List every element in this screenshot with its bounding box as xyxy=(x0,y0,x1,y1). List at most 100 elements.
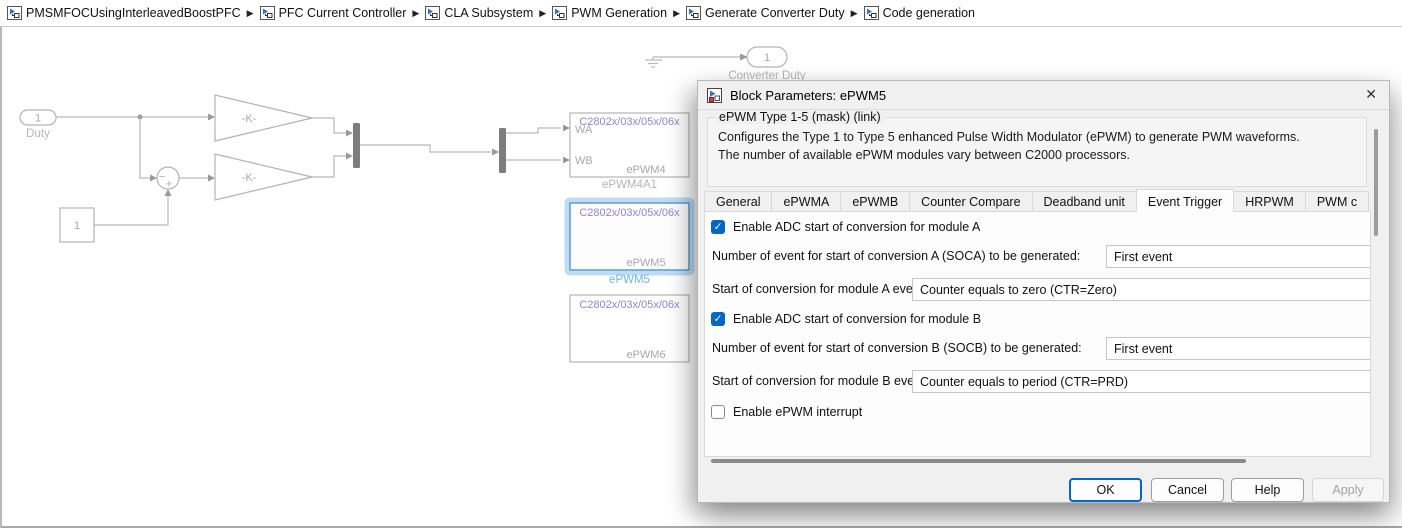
mask-description-line1: Configures the Type 1 to Type 5 enhanced… xyxy=(718,130,1300,144)
tab-event-trigger[interactable]: Event Trigger xyxy=(1135,189,1235,212)
subsystem-icon xyxy=(425,6,441,20)
titlebar-divider xyxy=(698,109,1389,110)
ground-icon[interactable] xyxy=(645,57,662,68)
mux-block[interactable] xyxy=(353,123,360,168)
breadcrumb-label: CLA Subsystem xyxy=(444,6,534,20)
block-caption: ePWM4A1 xyxy=(602,179,657,191)
vertical-scrollbar[interactable] xyxy=(1374,129,1378,236)
horizontal-scrollbar[interactable] xyxy=(711,459,1246,463)
svg-text:+: + xyxy=(166,179,172,191)
mask-description-line2: The number of available ePWM modules var… xyxy=(718,147,1131,162)
checkbox-unchecked-icon[interactable] xyxy=(711,405,725,419)
breadcrumb-item-generate-converter-duty[interactable]: Generate Converter Duty xyxy=(685,6,845,20)
help-button[interactable]: Help xyxy=(1231,478,1304,502)
socb-count-label: Number of event for start of conversion … xyxy=(712,341,1082,355)
subsystem-icon xyxy=(863,6,879,20)
breadcrumb-label: PFC Current Controller xyxy=(278,6,407,20)
svg-text:1: 1 xyxy=(74,220,80,232)
apply-button[interactable]: Apply xyxy=(1312,478,1384,502)
mask-description-group: ePWM Type 1-5 (mask) (link) Configures t… xyxy=(707,110,1367,187)
breadcrumb-arrow-icon: ▶ xyxy=(412,7,420,18)
tab-deadband-unit[interactable]: Deadband unit xyxy=(1031,191,1137,212)
breadcrumb-item-pwm-generation[interactable]: PWM Generation xyxy=(552,6,667,20)
tab-counter-compare[interactable]: Counter Compare xyxy=(909,191,1033,212)
inport-duty[interactable]: 1 Duty xyxy=(19,109,57,140)
tab-epwma[interactable]: ePWMA xyxy=(771,191,842,212)
svg-text:1: 1 xyxy=(35,113,41,125)
breadcrumb-arrow-icon: ▶ xyxy=(539,7,547,18)
block-caption: Converter Duty xyxy=(728,70,806,82)
tab-hrpwm[interactable]: HRPWM xyxy=(1233,191,1306,212)
svg-text:ePWM5: ePWM5 xyxy=(626,257,665,269)
block-caption: Duty xyxy=(26,128,50,140)
signal-lines[interactable] xyxy=(56,113,570,226)
socb-count-dropdown[interactable]: First event xyxy=(1106,337,1370,360)
epwm5-block-selected[interactable]: C2802x/03x/05x/06x ePWM5 ePWM5 xyxy=(564,197,695,286)
checkbox-label: Enable ADC start of conversion for modul… xyxy=(733,312,982,326)
parameter-tabstrip: General ePWMA ePWMB Counter Compare Dead… xyxy=(704,189,1371,212)
cancel-button[interactable]: Cancel xyxy=(1151,478,1224,502)
tab-epwmb[interactable]: ePWMB xyxy=(840,191,911,212)
checkbox-checked-icon[interactable]: ✓ xyxy=(711,312,725,326)
breadcrumb-label: Code generation xyxy=(882,6,975,20)
subsystem-icon xyxy=(685,6,701,20)
ok-button[interactable]: OK xyxy=(1069,478,1142,502)
subsystem-icon xyxy=(259,6,275,20)
block-caption-selected: ePWM5 xyxy=(609,274,650,286)
demux-block[interactable] xyxy=(499,128,506,173)
svg-text:-K-: -K- xyxy=(242,113,257,125)
event-trigger-panel: ✓ Enable ADC start of conversion for mod… xyxy=(704,211,1371,457)
breadcrumb-item-code-generation[interactable]: Code generation xyxy=(863,6,975,20)
svg-text:−: − xyxy=(159,171,165,183)
checkbox-checked-icon[interactable]: ✓ xyxy=(711,220,725,234)
gain-block-bottom[interactable]: -K- xyxy=(214,153,313,201)
epwm6-block[interactable]: C2802x/03x/05x/06x ePWM6 xyxy=(569,294,690,363)
outport-converter-duty[interactable]: 1 Converter Duty xyxy=(728,46,806,82)
svg-text:WB: WB xyxy=(575,155,593,167)
checkbox-label: Enable ADC start of conversion for modul… xyxy=(733,220,981,234)
svg-text:WA: WA xyxy=(575,124,593,136)
svg-text:ePWM4: ePWM4 xyxy=(626,164,665,176)
epwm4-block[interactable]: C2802x/03x/05x/06x WA WB ePWM4 ePWM4A1 xyxy=(569,112,690,191)
svg-text:C2802x/03x/05x/06x: C2802x/03x/05x/06x xyxy=(579,207,680,219)
soca-count-dropdown[interactable]: First event xyxy=(1106,245,1370,268)
checkbox-row-enable-soc-b[interactable]: ✓ Enable ADC start of conversion for mod… xyxy=(711,312,981,326)
block-parameters-icon xyxy=(707,87,722,103)
signal-line[interactable] xyxy=(653,53,748,61)
breadcrumb-arrow-icon: ▶ xyxy=(246,7,254,18)
svg-text:1: 1 xyxy=(764,52,770,64)
checkbox-label: Enable ePWM interrupt xyxy=(733,405,863,419)
breadcrumb-label: PMSMFOCUsingInterleavedBoostPFC xyxy=(26,6,241,20)
model-diagram: 1 Converter Duty 1 Duty xyxy=(19,46,806,363)
soca-event-value: Counter equals to zero (CTR=Zero) xyxy=(920,282,1117,297)
soca-event-dropdown[interactable]: Counter equals to zero (CTR=Zero) xyxy=(912,278,1370,301)
constant-block[interactable]: 1 xyxy=(59,207,95,243)
subsystem-icon xyxy=(552,6,568,20)
dialog-title: Block Parameters: ePWM5 xyxy=(730,87,887,103)
checkbox-row-enable-epwm-interrupt[interactable]: Enable ePWM interrupt xyxy=(711,405,862,419)
socb-event-value: Counter equals to period (CTR=PRD) xyxy=(920,374,1129,389)
socb-event-dropdown[interactable]: Counter equals to period (CTR=PRD) xyxy=(912,370,1370,393)
sum-block[interactable]: − + xyxy=(156,166,180,191)
svg-text:C2802x/03x/05x/06x: C2802x/03x/05x/06x xyxy=(579,116,680,128)
soca-count-label: Number of event for start of conversion … xyxy=(712,249,1081,263)
breadcrumb: PMSMFOCUsingInterleavedBoostPFC ▶ PFC Cu… xyxy=(0,0,1402,27)
close-icon[interactable]: ✕ xyxy=(1365,86,1377,102)
breadcrumb-item-model[interactable]: PMSMFOCUsingInterleavedBoostPFC xyxy=(7,6,241,20)
breadcrumb-label: PWM Generation xyxy=(571,6,668,20)
dialog-titlebar[interactable]: Block Parameters: ePWM5 xyxy=(698,81,1389,109)
mask-description: Configures the Type 1 to Type 5 enhanced… xyxy=(708,118,1366,165)
tab-pwm-chopper[interactable]: PWM c xyxy=(1304,191,1370,212)
svg-text:C2802x/03x/05x/06x: C2802x/03x/05x/06x xyxy=(579,299,680,311)
svg-text:-K-: -K- xyxy=(242,172,257,184)
socb-count-value: First event xyxy=(1114,341,1173,356)
breadcrumb-label: Generate Converter Duty xyxy=(704,6,845,20)
tab-general[interactable]: General xyxy=(704,191,773,212)
block-parameters-dialog: Block Parameters: ePWM5 ✕ ePWM Type 1-5 … xyxy=(697,80,1390,503)
checkbox-row-enable-soc-a[interactable]: ✓ Enable ADC start of conversion for mod… xyxy=(711,220,980,234)
breadcrumb-item-pfc-current-controller[interactable]: PFC Current Controller xyxy=(259,6,407,20)
subsystem-icon xyxy=(7,6,22,20)
breadcrumb-arrow-icon: ▶ xyxy=(673,7,680,18)
breadcrumb-item-cla-subsystem[interactable]: CLA Subsystem xyxy=(425,6,533,20)
gain-block-top[interactable]: -K- xyxy=(214,94,313,142)
